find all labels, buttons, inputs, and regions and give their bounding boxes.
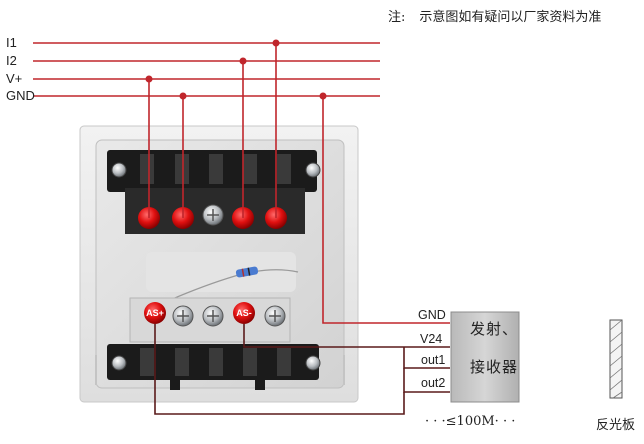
module-recess bbox=[146, 252, 296, 292]
bus-label-vplus: V+ bbox=[6, 71, 23, 86]
disclaimer-note: 注: 示意图如有疑问以厂家资料为准 bbox=[388, 6, 601, 25]
reflector-label: 反光板 bbox=[596, 418, 636, 433]
receiver-title-line2: 接收器 bbox=[470, 358, 519, 376]
mount-screw-icon bbox=[305, 162, 321, 178]
receiver-terminal-v24: V24 bbox=[420, 332, 443, 346]
as-minus-screw-icon bbox=[233, 302, 255, 324]
mount-screw-icon bbox=[111, 355, 127, 371]
receiver-box bbox=[450, 311, 520, 403]
wire-v24 bbox=[243, 324, 450, 348]
resistor-icon bbox=[169, 266, 299, 301]
junction-dots bbox=[145, 39, 327, 100]
as-minus-label: AS- bbox=[236, 308, 252, 318]
receiver-terminal-gnd: GND bbox=[418, 308, 446, 322]
receiver-terminal-out1: out1 bbox=[421, 353, 446, 367]
bus-label-gnd: GND bbox=[6, 88, 35, 103]
as-plus-screw-icon bbox=[144, 302, 166, 324]
receiver-title-line1: 发射、 bbox=[470, 320, 519, 338]
top-terminal-block bbox=[107, 150, 321, 234]
bus-lines bbox=[33, 42, 380, 97]
bus-taps bbox=[148, 43, 450, 324]
reflector-icon bbox=[609, 319, 623, 399]
mount-screw-icon bbox=[111, 162, 127, 178]
bottom-terminal-block: AS+ AS- bbox=[107, 297, 321, 390]
note-text: 示意图如有疑问以厂家资料为准 bbox=[419, 10, 602, 25]
bus-label-i1: I1 bbox=[6, 35, 17, 50]
as-plus-label: AS+ bbox=[146, 308, 164, 318]
distance-label: · · ·≤100M· · · bbox=[425, 414, 516, 429]
bus-label-i2: I2 bbox=[6, 53, 17, 68]
receiver-wires bbox=[154, 324, 450, 415]
wire-out2 bbox=[154, 324, 405, 415]
tap-gnd-receiver bbox=[322, 96, 450, 324]
note-lead: 注: bbox=[388, 10, 406, 25]
mount-screw-icon bbox=[305, 355, 321, 371]
receiver-terminal-out2: out2 bbox=[421, 376, 446, 390]
